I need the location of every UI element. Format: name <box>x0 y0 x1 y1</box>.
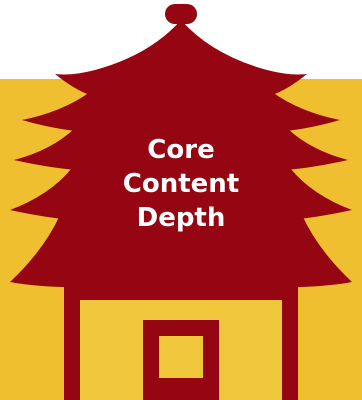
caption-line-1: Core <box>147 135 215 165</box>
pagoda-door-window <box>159 336 203 378</box>
pagoda-roof-tier-4 <box>10 168 352 220</box>
pagoda-roof-tier-3 <box>14 128 348 170</box>
caption-line-3: Depth <box>136 203 226 233</box>
pagoda-roof-tier-5 <box>10 215 352 287</box>
caption-text: Core Content Depth <box>106 133 256 235</box>
pagoda-roof-tier-1 <box>55 20 307 95</box>
pagoda-finial <box>165 4 197 24</box>
pagoda-roof-tier-2 <box>22 92 340 132</box>
caption-line-2: Content <box>122 169 240 199</box>
